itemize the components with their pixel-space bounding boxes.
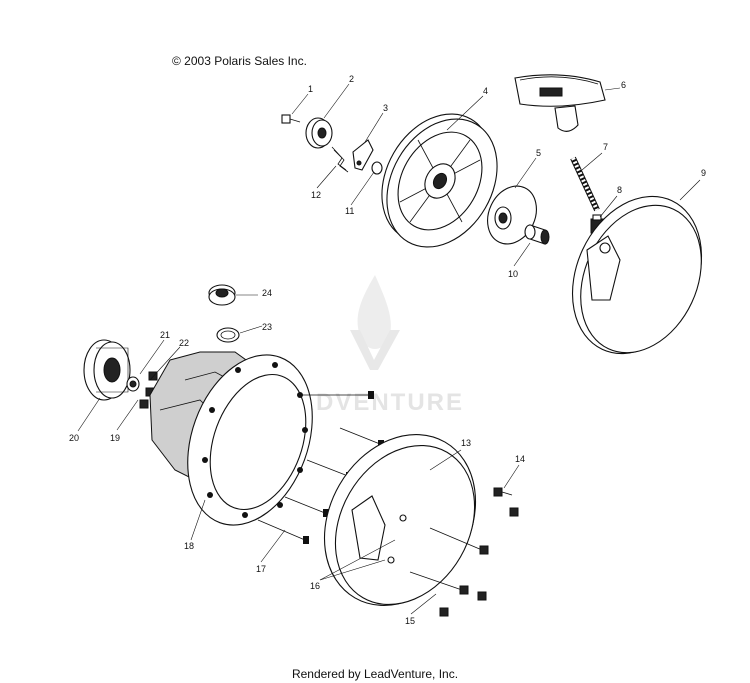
part-2-hub	[305, 117, 333, 149]
part-13-cover	[323, 434, 477, 606]
callout-13: 13	[461, 438, 471, 448]
callout-6: 6	[621, 80, 626, 90]
callout-5: 5	[536, 148, 541, 158]
part-18-starter-housing	[149, 351, 313, 526]
callout-8: 8	[617, 185, 622, 195]
callout-15: 15	[405, 616, 415, 626]
footer-credit: Rendered by LeadVenture, Inc.	[291, 667, 459, 681]
part-11-ring	[371, 161, 383, 175]
callout-11: 11	[345, 206, 354, 216]
callout-3: 3	[383, 103, 388, 113]
callout-23: 23	[262, 322, 272, 332]
callout-10: 10	[508, 269, 518, 279]
callout-19: 19	[110, 433, 120, 443]
part-10-bushing	[524, 224, 550, 245]
part-3-pawl	[352, 139, 374, 171]
watermark-flame-icon	[357, 275, 391, 349]
callout-18: 18	[184, 541, 194, 551]
part-14-bolts	[493, 487, 519, 517]
part-1-screw	[281, 114, 301, 124]
callout-1: 1	[308, 84, 313, 94]
callout-4: 4	[483, 86, 488, 96]
callout-17: 17	[256, 564, 266, 574]
callout-2: 2	[349, 74, 354, 84]
part-23-oring	[216, 327, 240, 343]
callout-14: 14	[515, 454, 525, 464]
callout-21: 21	[160, 330, 170, 340]
callout-7: 7	[603, 142, 608, 152]
part-7-rope	[570, 156, 600, 212]
callout-9: 9	[701, 168, 706, 178]
leader-lines	[77, 83, 701, 615]
part-5-washer	[487, 185, 537, 245]
callout-16: 16	[310, 581, 320, 591]
part-12-clip	[331, 146, 349, 173]
callout-24: 24	[262, 288, 272, 298]
part-21-spring	[126, 376, 140, 392]
callout-20: 20	[69, 433, 79, 443]
part-6-handle	[514, 74, 606, 132]
callout-22: 22	[179, 338, 189, 348]
watermark-v-icon	[350, 330, 400, 370]
part-4-pulley	[381, 113, 498, 248]
part-20-cup	[83, 339, 131, 401]
callout-12: 12	[311, 190, 321, 200]
callout-labels: 1 2 3 4 5 6 7 8 9 10 11 12 13 14 15 16 1…	[69, 74, 706, 626]
part-15-bolts	[409, 527, 489, 617]
part-24-nut	[208, 284, 236, 306]
copyright-notice: © 2003 Polaris Sales Inc.	[172, 54, 307, 68]
part-9-housing	[571, 195, 703, 355]
